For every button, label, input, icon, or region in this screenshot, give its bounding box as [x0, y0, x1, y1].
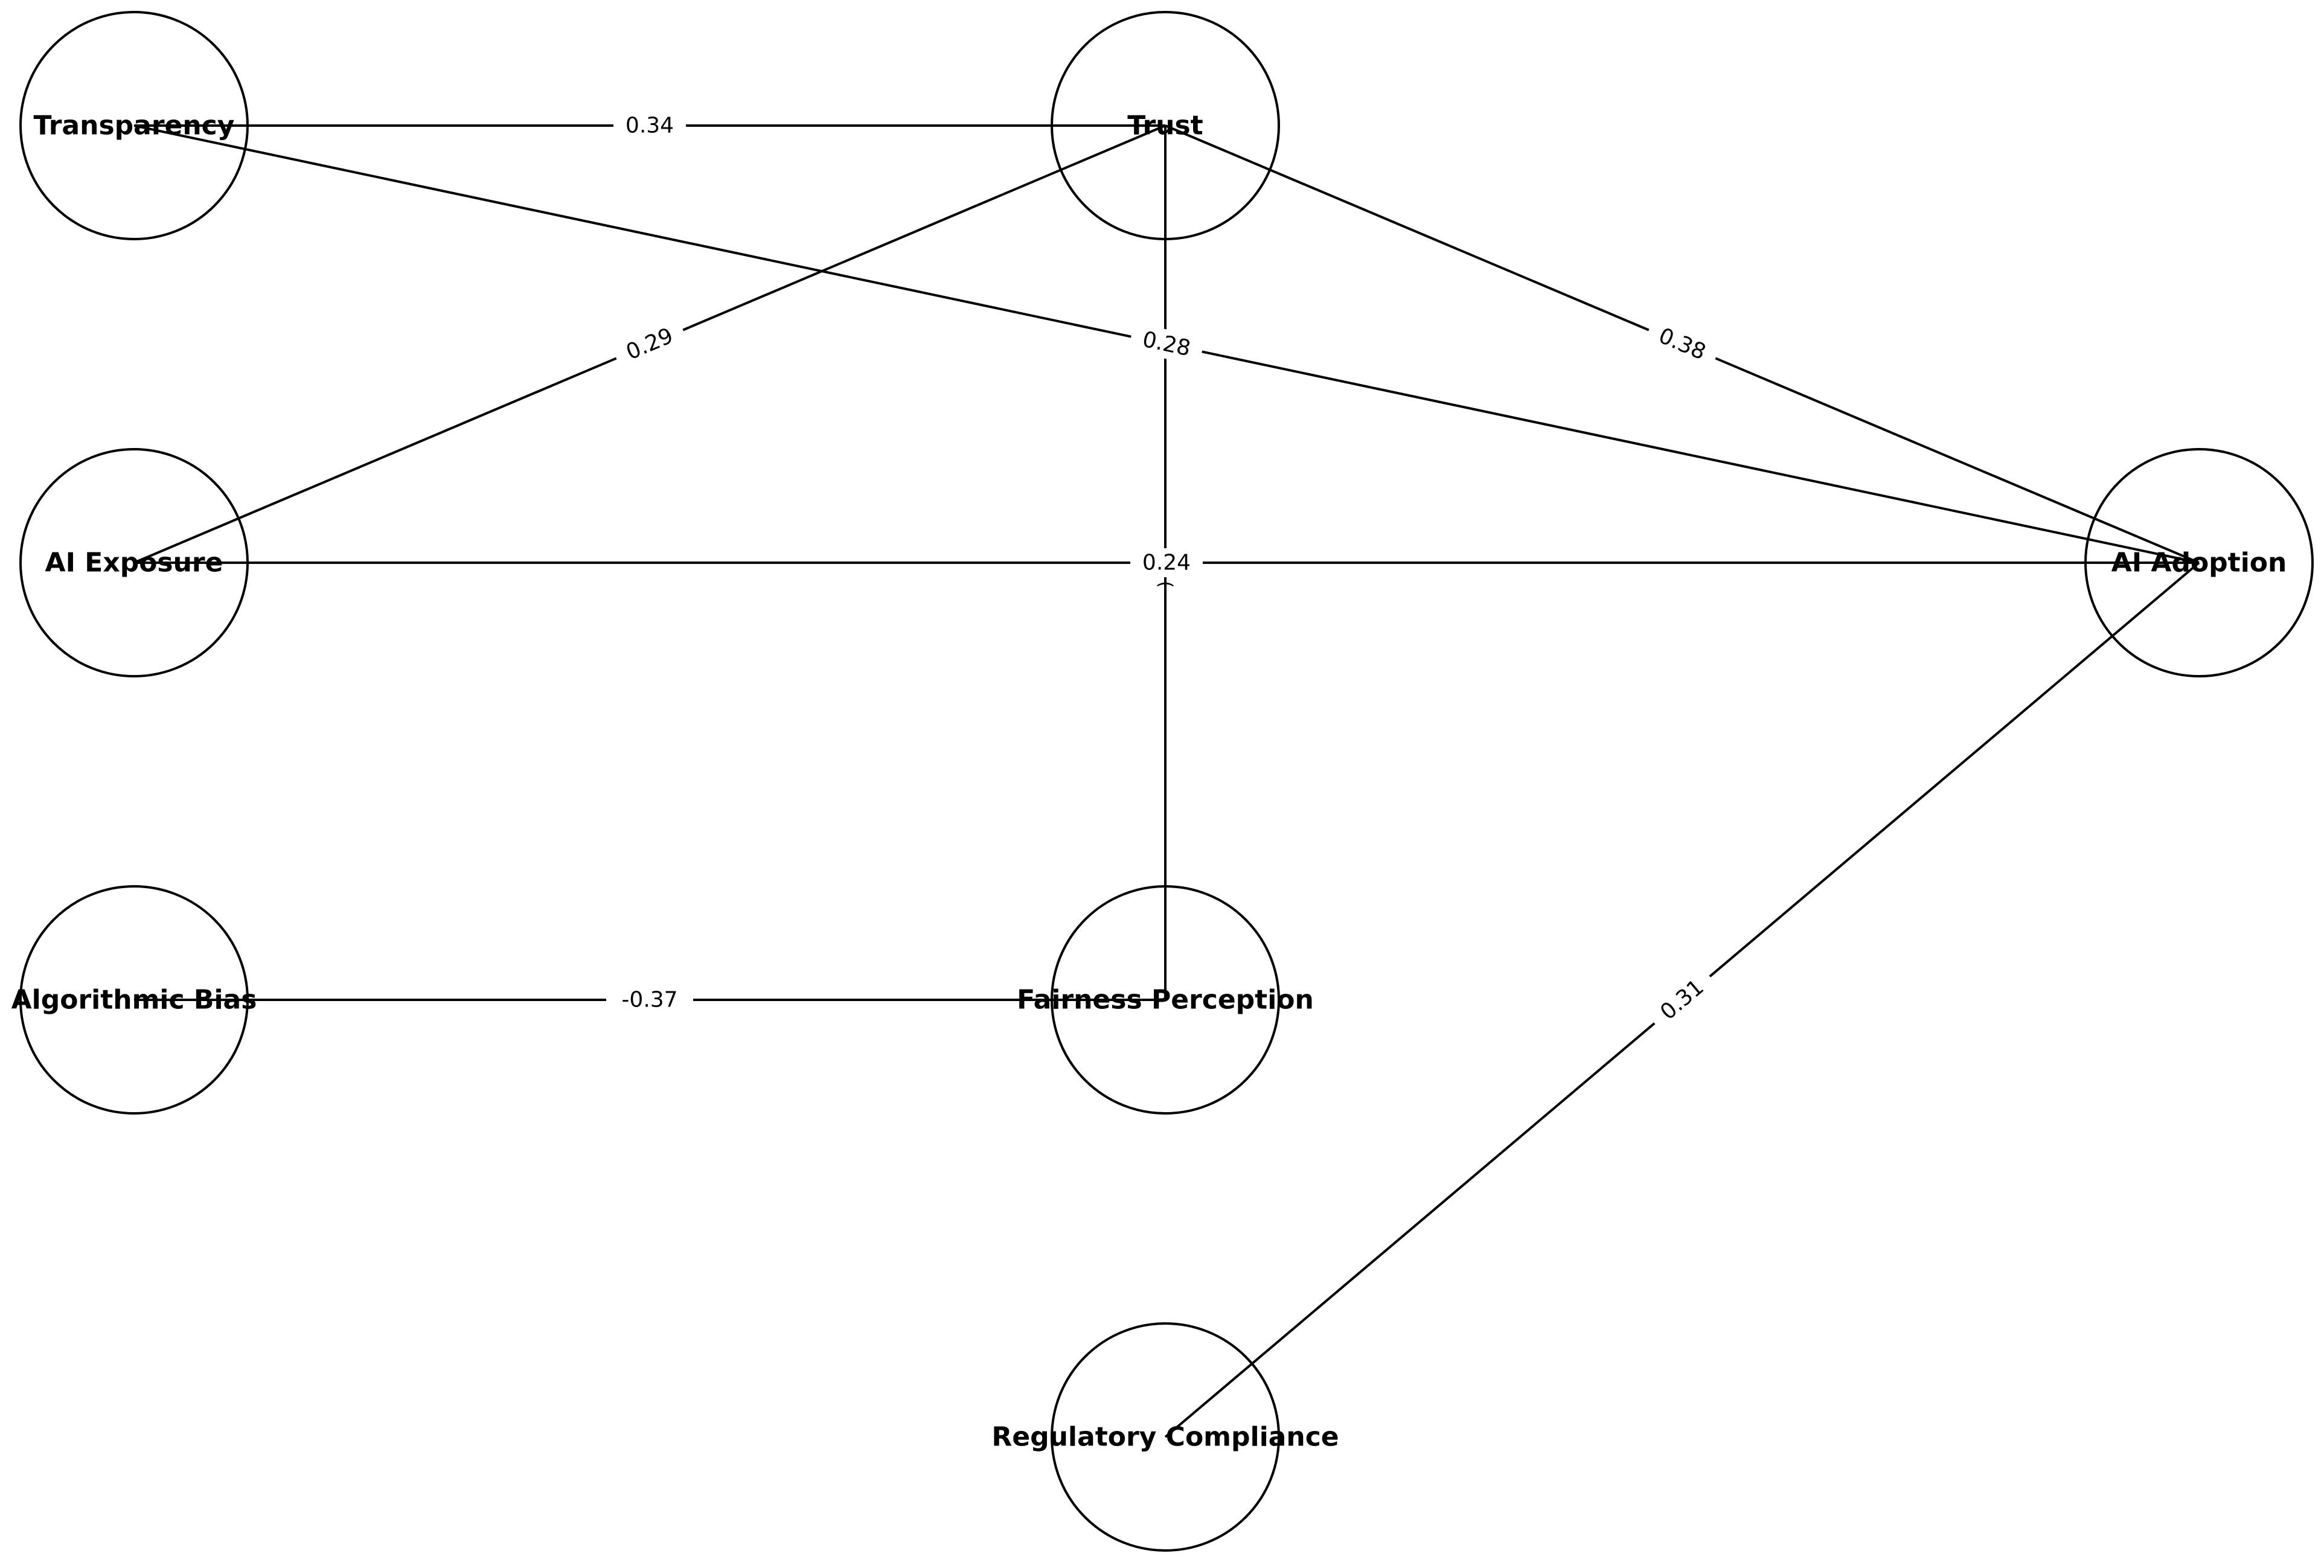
edge-weight-label: 0.28: [1141, 327, 1193, 362]
node-transparency: Transparency: [19, 11, 249, 240]
edge-label-group: 0.24: [1130, 548, 1203, 577]
nodes-layer: Transparency Trust AI Exposure AI AdoptionA…: [11, 11, 2314, 1552]
edge-label-group: -0.37: [606, 985, 693, 1014]
edge-weight-label: 0.34: [626, 114, 674, 138]
node-ai_exposure: AI Exposure: [19, 448, 249, 677]
node-label: Trust: [1127, 110, 1203, 141]
node-regulatory_compliance: Regulatory Compliance: [991, 1322, 1339, 1552]
stray-mark: (: [1155, 581, 1176, 588]
edge-label-group: 0.38: [1643, 316, 1721, 372]
node-label: Algorithmic Bias: [11, 985, 257, 1016]
node-label: AI Exposure: [45, 548, 223, 578]
edge-label-background: [1643, 316, 1721, 372]
node-circle: [19, 885, 249, 1115]
edge-label-group: 0.29: [610, 316, 689, 372]
node-circle: [19, 11, 249, 240]
edge-labels-layer: 0.34 0.28 0.29 0.38 0.24 -0.37 0.31: [606, 111, 1721, 1035]
node-circle: [2084, 448, 2314, 677]
node-fairness_perception: Fairness Perception: [1017, 885, 1314, 1115]
node-label: Regulatory Compliance: [991, 1422, 1339, 1453]
node-label: Transparency: [34, 110, 235, 141]
edge-label-background: [613, 111, 686, 140]
edges-layer: [133, 124, 2200, 1438]
edge-label-background: [1645, 965, 1720, 1035]
edge-weight-label: 0.24: [1142, 551, 1191, 575]
node-circle: [19, 448, 249, 677]
node-circle: [1051, 11, 1280, 240]
node-circle: [1051, 885, 1280, 1115]
edge-label-group: 0.28: [1128, 322, 1205, 366]
node-algorithmic_bias: Algorithmic Bias: [11, 885, 257, 1115]
edge-label-background: [610, 316, 689, 372]
edge-label-background: [606, 985, 693, 1014]
node-ai_adoption: AI Adoption: [2084, 448, 2314, 677]
node-label: AI Adoption: [2111, 548, 2287, 578]
edge-label-background: [1130, 548, 1203, 577]
edge-weight-label: -0.37: [621, 988, 677, 1013]
edge-label-background: [1128, 322, 1205, 366]
edge-label-group: 0.34: [613, 111, 686, 140]
node-label: Fairness Perception: [1017, 985, 1314, 1016]
node-trust: Trust: [1051, 11, 1280, 240]
node-circle: [1051, 1322, 1280, 1552]
edge-label-group: 0.31: [1645, 965, 1720, 1035]
